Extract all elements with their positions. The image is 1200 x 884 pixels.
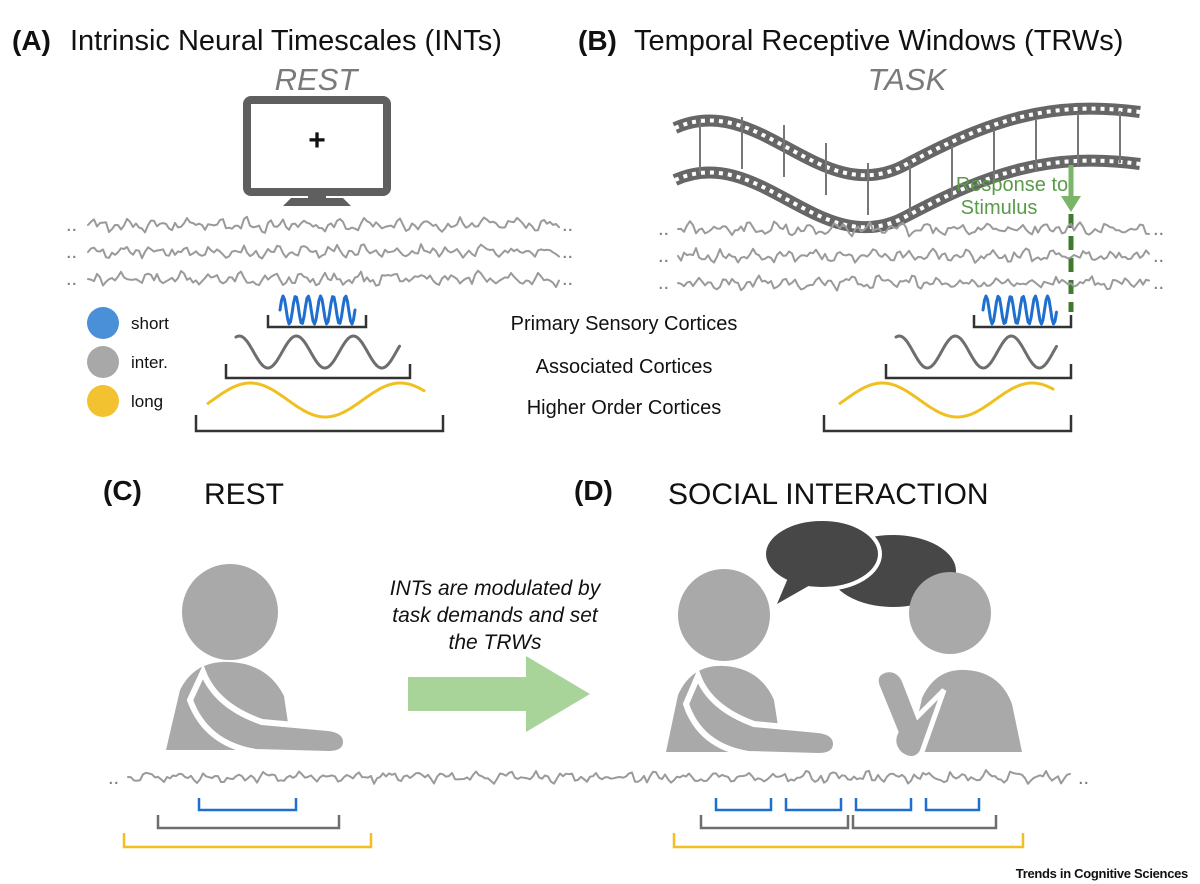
signal-trace — [87, 269, 560, 289]
legend-long-swatch — [87, 385, 119, 417]
rest-timescale-waves — [194, 294, 445, 433]
signal-continuation-c2: .. — [1078, 767, 1089, 789]
short-window-bracket — [197, 798, 298, 812]
inter-window-bracket — [884, 364, 1073, 380]
transition-text-line2: task demands and set — [392, 604, 599, 627]
interacting-person-right-icon — [873, 572, 1022, 761]
signal-continuation-b2: .. — [658, 245, 669, 267]
inter-window-bracket — [851, 815, 998, 830]
panel-c-title: REST — [204, 478, 284, 511]
inter-window-bracket — [224, 364, 412, 380]
response-label-line2: Stimulus — [961, 197, 1038, 219]
task-timescale-waves — [822, 294, 1073, 433]
region-higher-order: Higher Order Cortices — [527, 397, 722, 419]
task-state-label: TASK — [868, 62, 948, 97]
film-strip-icon — [672, 102, 1141, 234]
short-timescale-wave — [981, 294, 1058, 326]
signal-continuation-a3: .. — [66, 268, 77, 290]
signal-continuation-a4: .. — [562, 214, 573, 236]
panel-b-tag: (B) — [578, 25, 617, 56]
signal-continuation-b3: .. — [658, 272, 669, 294]
region-primary-sensory: Primary Sensory Cortices — [511, 313, 738, 335]
short-window-bracket — [784, 798, 843, 812]
modulation-arrow-icon — [408, 656, 590, 732]
short-window-bracket — [854, 798, 913, 812]
long-window-bracket — [194, 415, 445, 433]
inter-timescale-wave — [234, 334, 401, 370]
short-window-bracket — [266, 315, 368, 329]
timescale-brackets — [122, 798, 1025, 849]
continuous-signal-trace — [127, 769, 1071, 785]
long-window-bracket — [672, 833, 1025, 849]
legend-short-label: short — [131, 314, 169, 333]
long-window-bracket — [122, 833, 373, 849]
inter-timescale-wave — [894, 334, 1058, 370]
inter-window-bracket — [156, 815, 341, 830]
signal-trace — [87, 243, 560, 260]
long-window-bracket — [822, 415, 1073, 433]
journal-credit: Trends in Cognitive Sciences — [1016, 866, 1188, 881]
short-window-bracket — [924, 798, 981, 812]
signal-trace — [677, 247, 1150, 264]
signal-continuation-a2: .. — [66, 241, 77, 263]
signal-continuation-b6: .. — [1153, 272, 1164, 294]
panel-a-title: Intrinsic Neural Timescales (INTs) — [70, 25, 502, 57]
panel-d-title: SOCIAL INTERACTION — [668, 478, 989, 511]
resting-person-icon — [166, 564, 350, 758]
inter-window-bracket — [699, 815, 850, 830]
interacting-person-left-icon — [666, 569, 840, 760]
transition-text-line3: the TRWs — [449, 631, 542, 654]
signal-trace — [677, 220, 1150, 238]
short-window-bracket — [714, 798, 773, 812]
panel-c-tag: (C) — [103, 475, 142, 506]
signal-continuation-a1: .. — [66, 214, 77, 236]
panel-b-title: Temporal Receptive Windows (TRWs) — [634, 25, 1123, 57]
signal-continuation-b1: .. — [658, 218, 669, 240]
signal-trace — [87, 215, 560, 234]
short-window-bracket — [972, 315, 1073, 329]
monitor-icon — [243, 96, 391, 206]
panel-a-tag: (A) — [12, 25, 51, 56]
signal-trace — [127, 769, 1071, 785]
panel-d-tag: (D) — [574, 475, 613, 506]
legend-long-label: long — [131, 392, 163, 411]
signal-continuation-c1: .. — [108, 767, 119, 789]
signal-trace — [677, 274, 1150, 292]
stimulus-arrow-icon — [1061, 165, 1081, 212]
signal-continuation-b4: .. — [1153, 218, 1164, 240]
transition-text-line1: INTs are modulated by — [390, 577, 602, 600]
response-label-line1: Response to — [956, 174, 1068, 196]
long-timescale-wave — [838, 381, 1055, 419]
signal-continuation-a6: .. — [562, 268, 573, 290]
signal-continuation-b5: .. — [1153, 245, 1164, 267]
task-signal-traces — [677, 220, 1150, 292]
rest-signal-traces — [87, 215, 560, 289]
legend-inter-swatch — [87, 346, 119, 378]
signal-continuation-a5: .. — [562, 241, 573, 263]
rest-state-label: REST — [275, 62, 360, 97]
fixation-cross-symbol: + — [308, 124, 326, 157]
legend-short-swatch — [87, 307, 119, 339]
long-timescale-wave — [206, 381, 426, 419]
region-associated: Associated Cortices — [536, 356, 713, 378]
short-timescale-wave — [278, 294, 357, 326]
legend-inter-label: inter. — [131, 353, 168, 372]
